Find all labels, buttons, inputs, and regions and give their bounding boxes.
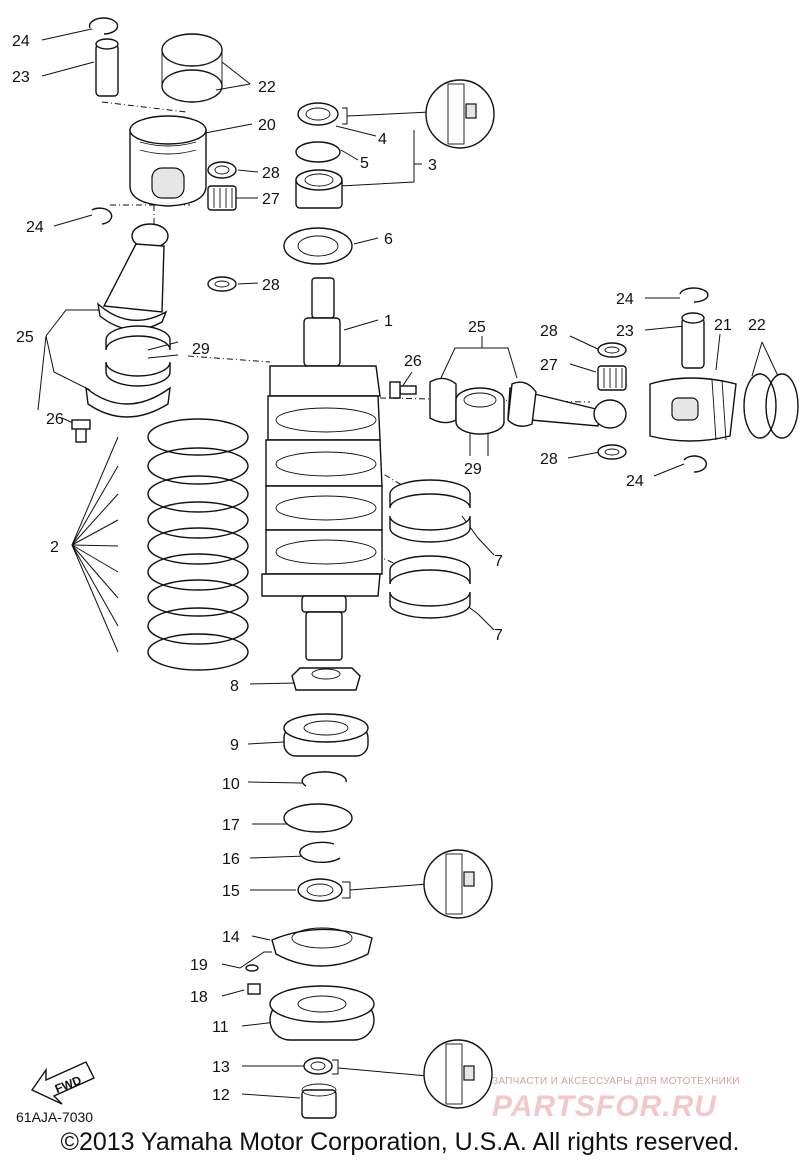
piston-20 xyxy=(129,115,207,207)
gear-8 xyxy=(291,667,361,691)
piston-rings-22-top xyxy=(161,33,223,103)
seal-detail-inset-middle xyxy=(423,849,493,919)
forward-direction-icon: FWD xyxy=(30,1061,95,1105)
connecting-rod-25-right xyxy=(429,377,627,429)
callout-label: 23 xyxy=(12,69,30,86)
circlip-10 xyxy=(301,771,347,787)
rod-cap-left xyxy=(85,386,171,418)
callout-label: 28 xyxy=(540,451,558,468)
callout-label: 10 xyxy=(222,776,240,793)
o-ring-17 xyxy=(283,803,353,833)
callout-label: 24 xyxy=(626,473,644,490)
watermark: ЗАПЧАСТИ И АКСЕССУАРЫ ДЛЯ МОТОТЕХНИКИ PA… xyxy=(492,1076,740,1123)
washer-19 xyxy=(245,964,259,972)
bearing-29-right xyxy=(455,387,505,435)
circlip-24-c xyxy=(679,287,709,303)
oil-seal-13 xyxy=(303,1057,333,1075)
bearing-halves-7-lower xyxy=(389,555,471,619)
crank-seal-rings-2 xyxy=(147,418,249,671)
callout-label: 26 xyxy=(404,353,422,370)
bearing-6 xyxy=(283,227,353,265)
exploded-parts-diagram: FWD 61AJA-7030 ЗАПЧАСТИ И АКСЕССУАРЫ ДЛЯ… xyxy=(12,17,799,1125)
washer-28-d xyxy=(597,444,627,460)
bearing-3 xyxy=(295,169,343,209)
bolt-18 xyxy=(247,983,261,995)
callout-label: 28 xyxy=(262,165,280,182)
callout-label: 6 xyxy=(384,231,393,248)
needle-bearing-27-a xyxy=(207,185,237,211)
seal-detail-inset-top xyxy=(425,79,495,149)
callout-label: 28 xyxy=(262,277,280,294)
piston-21 xyxy=(649,377,737,442)
callout-label: 27 xyxy=(262,191,280,208)
circlip-24-b xyxy=(91,207,113,225)
bolt-26-left xyxy=(71,419,91,443)
callout-label: 23 xyxy=(616,323,634,340)
callout-label: 7 xyxy=(494,627,503,644)
piston-pin-23-top xyxy=(95,38,119,97)
callout-label: 28 xyxy=(540,323,558,340)
callout-label: 29 xyxy=(464,461,482,478)
oil-seal-15 xyxy=(297,878,343,902)
o-ring-5 xyxy=(295,141,341,163)
bolt-26-right xyxy=(389,381,417,399)
callout-label: 3 xyxy=(428,157,437,174)
callout-label: 5 xyxy=(360,155,369,172)
callout-label: 11 xyxy=(212,1019,229,1036)
callout-label: 17 xyxy=(222,817,240,834)
housing-14 xyxy=(271,927,373,967)
callout-label: 24 xyxy=(616,291,634,308)
callout-label: 22 xyxy=(258,79,276,96)
callout-labels: 24 23 22 20 4 5 3 28 27 24 6 28 25 29 1 … xyxy=(12,33,766,1104)
bearing-29-left xyxy=(105,325,171,387)
callout-label: 12 xyxy=(212,1087,230,1104)
callout-label: 21 xyxy=(714,317,732,334)
washer-28-a xyxy=(207,161,237,179)
housing-11 xyxy=(269,985,375,1041)
connecting-rod-25-left xyxy=(96,223,169,331)
needle-bearing-27-b xyxy=(597,365,627,391)
callout-label: 8 xyxy=(230,678,239,695)
callout-label: 27 xyxy=(540,357,558,374)
callout-label: 2 xyxy=(50,539,59,556)
callout-label: 25 xyxy=(16,329,34,346)
callout-label: 1 xyxy=(384,313,393,330)
callout-label: 14 xyxy=(222,929,240,946)
callout-label: 19 xyxy=(190,957,208,974)
bearing-9 xyxy=(283,713,369,757)
piston-pin-23-right xyxy=(681,312,705,369)
washer-28-c xyxy=(597,342,627,358)
crankshaft-1 xyxy=(261,277,383,661)
callout-label: 25 xyxy=(468,319,486,336)
callout-label: 24 xyxy=(26,219,44,236)
callout-label: 13 xyxy=(212,1059,230,1076)
watermark-line1: ЗАПЧАСТИ И АКСЕССУАРЫ ДЛЯ МОТОТЕХНИКИ xyxy=(492,1076,740,1087)
copyright-notice: ©2013 Yamaha Motor Corporation, U.S.A. A… xyxy=(60,1128,740,1156)
callout-label: 7 xyxy=(494,553,503,570)
oil-seal-4 xyxy=(297,102,339,126)
piston-rings-22-right xyxy=(743,373,799,439)
circlip-16 xyxy=(299,841,341,864)
diagram-code: 61AJA-7030 xyxy=(16,1109,93,1125)
callout-label: 16 xyxy=(222,851,240,868)
callout-label: 18 xyxy=(190,989,208,1006)
callout-label: 29 xyxy=(192,341,210,358)
seal-detail-inset-bottom xyxy=(423,1039,493,1109)
callout-label: 22 xyxy=(748,317,766,334)
bearing-halves-7-upper xyxy=(389,479,471,543)
callout-label: 20 xyxy=(258,117,276,134)
callout-label: 4 xyxy=(378,131,387,148)
circlip-24-d xyxy=(683,455,708,473)
watermark-line2: PARTSFOR.RU xyxy=(492,1090,717,1123)
nut-12 xyxy=(301,1083,337,1119)
callout-label: 26 xyxy=(46,411,64,428)
callout-label: 9 xyxy=(230,737,239,754)
callout-label: 24 xyxy=(12,33,30,50)
circlip-24-top xyxy=(88,17,119,35)
callout-label: 15 xyxy=(222,883,240,900)
washer-28-b xyxy=(207,276,237,292)
